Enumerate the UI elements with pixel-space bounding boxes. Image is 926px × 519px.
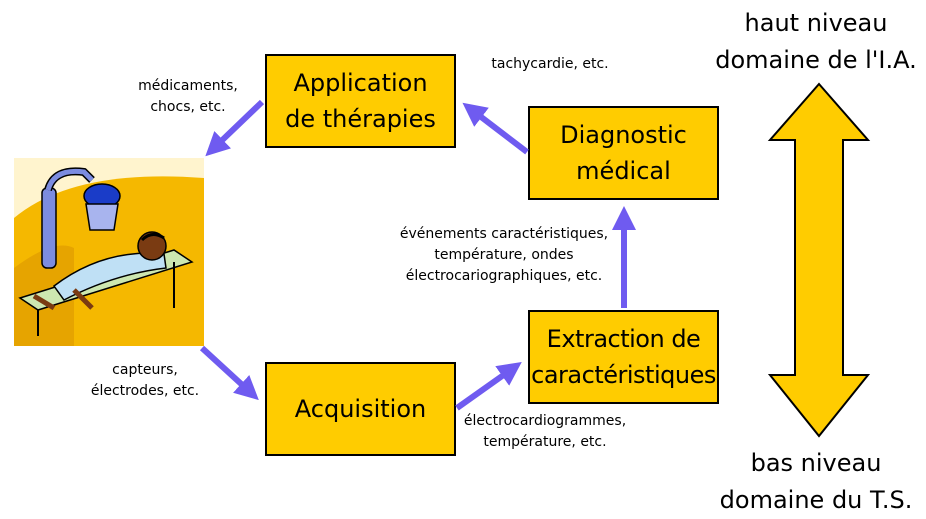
acquisition-to-extraction-arrow xyxy=(455,362,522,411)
acquisition-box: Acquisition xyxy=(265,362,456,456)
therapies-note: médicaments, chocs, etc. xyxy=(138,78,238,115)
diagnostic-note: tachycardie, etc. xyxy=(491,56,609,72)
patient-illustration xyxy=(14,158,204,346)
level-double-arrow xyxy=(767,82,871,438)
acquisition-note: capteurs, électrodes, etc. xyxy=(90,362,200,399)
patient-on-bed-icon xyxy=(14,167,204,346)
therapy-to-patient-arrow xyxy=(205,99,265,157)
therapy-application-box: Application de thérapies xyxy=(265,54,456,148)
low-level-label: bas niveau domaine du T.S. xyxy=(719,449,913,514)
high-level-label: haut niveau domaine de l'I.A. xyxy=(715,9,917,74)
medical-diagnosis-box: Diagnostic médical xyxy=(528,106,719,200)
patient-to-acquisition-arrow xyxy=(199,345,259,401)
feature-extraction-box: Extraction de caractéristiques xyxy=(528,310,719,404)
extraction-note: électrocardiogrammes, température, etc. xyxy=(463,413,627,450)
features-note: événements caractéristiques, température… xyxy=(399,226,609,284)
diagnostic-to-therapy-arrow xyxy=(462,102,529,155)
